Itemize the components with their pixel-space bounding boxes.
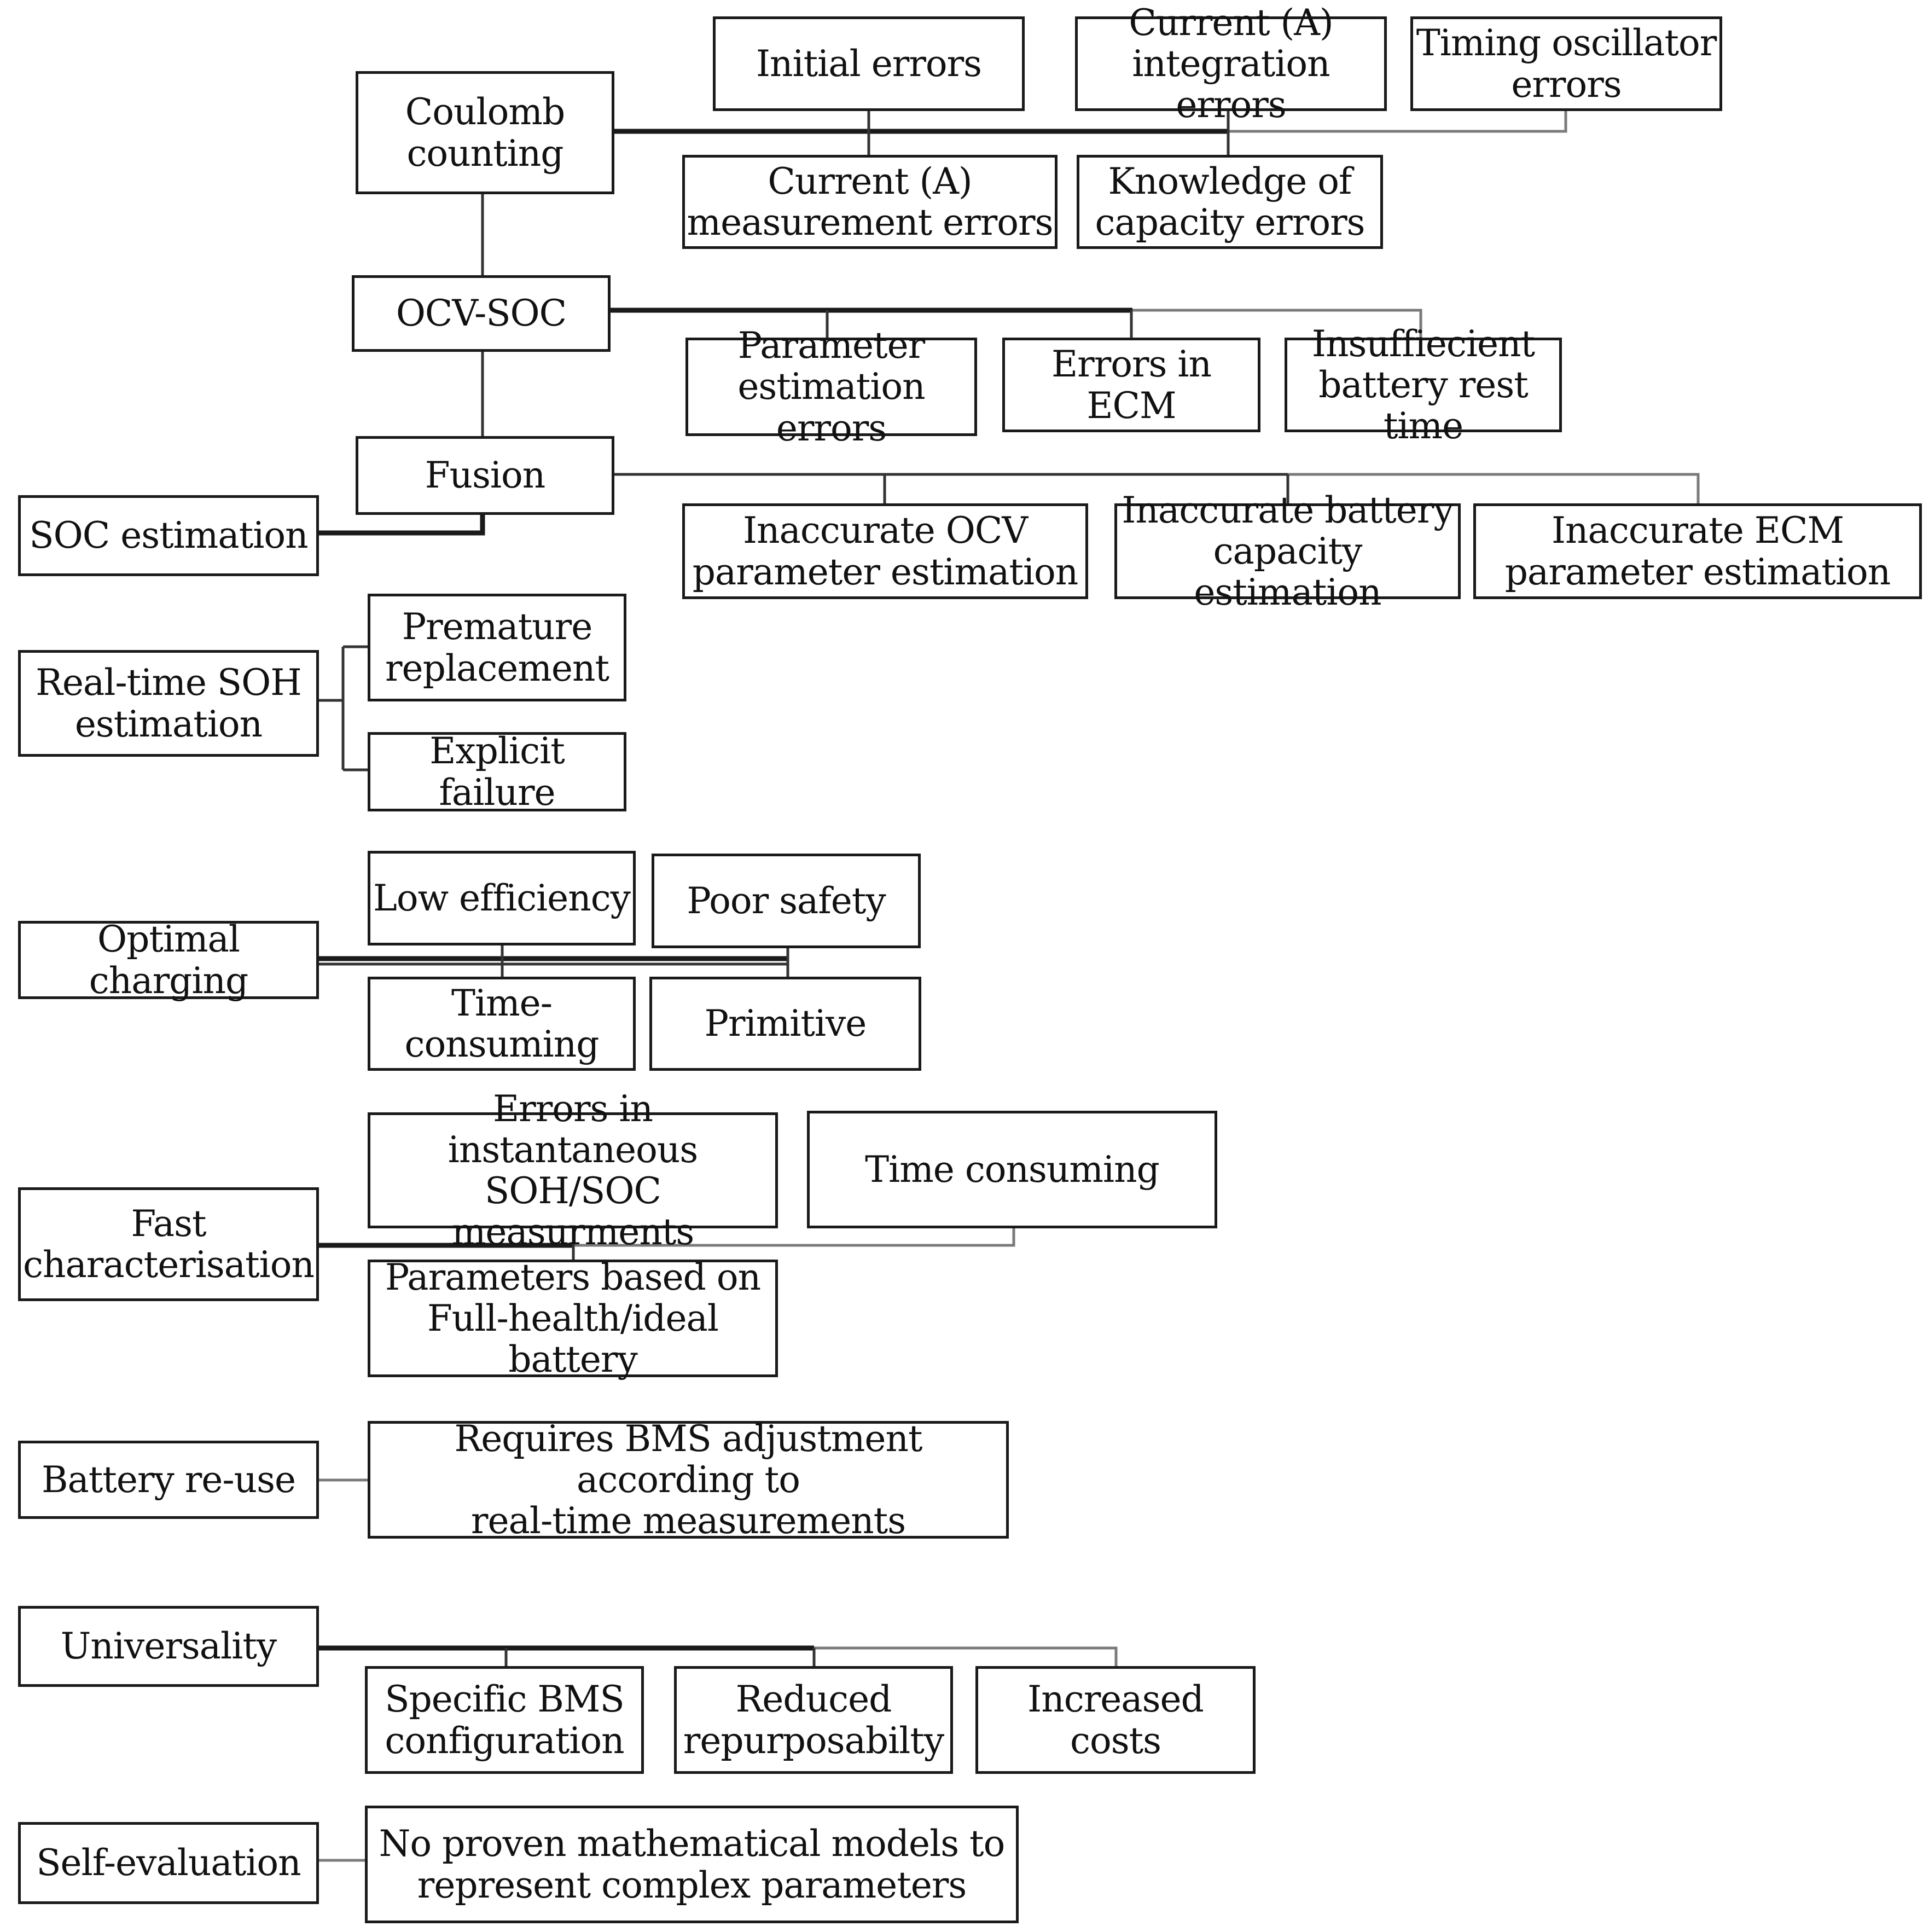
errors-instantaneous-node: Errors in instantaneous SOH/SOC measurme…	[368, 1088, 778, 1252]
params-full-health-node: Parameters based on Full-health/ideal ba…	[368, 1257, 778, 1380]
time-consuming-char-node: Time consuming	[807, 1111, 1217, 1228]
inaccurate-ecm-node: Inaccurate ECM parameter estimation	[1473, 503, 1922, 599]
self-evaluation-node: Self-evaluation	[18, 1822, 319, 1904]
fast-characterisation-node: Fast characterisation	[18, 1187, 319, 1301]
no-proven-models-node: No proven mathematical models to represe…	[365, 1806, 1019, 1923]
current-integration-errors-node: Current (A) integration errors	[1075, 2, 1387, 125]
battery-reuse-node: Battery re-use	[18, 1441, 319, 1519]
increased-costs-node: Increased costs	[975, 1666, 1256, 1774]
inaccurate-capacity-node: Inaccurate battery capacity estimation	[1114, 490, 1461, 613]
timing-oscillator-errors-node: Timing oscillator errors	[1410, 16, 1722, 111]
current-measurement-errors-node: Current (A) measurement errors	[682, 155, 1058, 249]
spine-connectors	[316, 193, 485, 536]
fusion-connectors	[612, 473, 1700, 503]
inaccurate-ocv-node: Inaccurate OCV parameter estimation	[682, 503, 1088, 599]
ocv-soc-node: OCV-SOC	[352, 275, 611, 352]
soh-estimation-node: Real-time SOH estimation	[18, 650, 319, 757]
parameter-estimation-errors-node: Parameter estimation errors	[685, 325, 977, 449]
time-consuming-charge-node: Time- consuming	[368, 977, 636, 1071]
reduced-repurposability-node: Reduced repurposabilty	[674, 1666, 953, 1774]
premature-replacement-node: Premature replacement	[368, 594, 626, 701]
low-efficiency-node: Low efficiency	[368, 851, 636, 945]
soh-connectors	[316, 645, 368, 771]
soc-estimation-node: SOC estimation	[18, 495, 319, 576]
initial-errors-node: Initial errors	[713, 16, 1025, 111]
bms-adjustment-node: Requires BMS adjustment according to rea…	[368, 1418, 1009, 1541]
specific-bms-node: Specific BMS configuration	[365, 1666, 644, 1774]
coulomb-connectors	[612, 109, 1567, 155]
capacity-knowledge-errors-node: Knowledge of capacity errors	[1077, 155, 1383, 249]
explicit-failure-node: Explicit failure	[368, 730, 626, 813]
poor-safety-node: Poor safety	[652, 854, 921, 948]
universality-connectors	[316, 1645, 1118, 1666]
optimal-charging-node: Optimal charging	[18, 919, 319, 1001]
coulomb-counting-node: Coulomb counting	[356, 71, 614, 194]
primitive-node: Primitive	[649, 977, 921, 1071]
fast-char-connectors	[316, 1228, 1015, 1260]
charging-connectors	[316, 945, 789, 977]
insufficient-rest-time-node: Insuffiecient battery rest time	[1285, 323, 1562, 446]
universality-node: Universality	[18, 1606, 319, 1687]
errors-in-ecm-node: Errors in ECM	[1002, 338, 1260, 432]
fusion-node: Fusion	[356, 436, 614, 515]
ocv-soc-connectors	[607, 308, 1422, 338]
